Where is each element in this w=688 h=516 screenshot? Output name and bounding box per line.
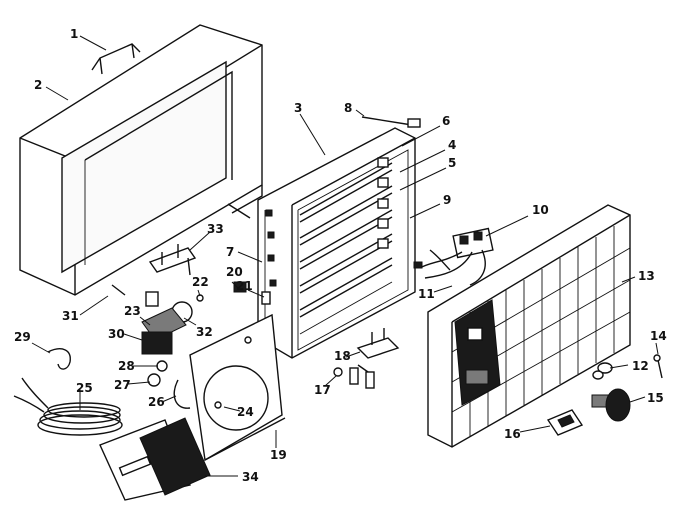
callout-28: 28 [118, 359, 135, 373]
callout-23: 23 [124, 304, 141, 318]
wire-connectors [333, 328, 400, 389]
callout-11: 11 [418, 287, 435, 301]
fan-shroud [189, 313, 286, 462]
callout-32: 32 [196, 325, 213, 339]
callout-34: 34 [242, 470, 259, 484]
bracket-part-33 [145, 244, 197, 307]
callout-2: 2 [34, 78, 42, 92]
callout-12: 12 [632, 359, 649, 373]
fan-blade [147, 360, 191, 409]
callout-8: 8 [344, 101, 352, 115]
callout-22: 22 [192, 275, 209, 289]
fan-motor [141, 294, 204, 355]
cabinet-housing [19, 24, 263, 296]
screw-part-8 [361, 116, 421, 128]
callout-16: 16 [504, 427, 521, 441]
callout-13: 13 [638, 269, 655, 283]
callout-24: 24 [237, 405, 254, 419]
callout-5: 5 [448, 156, 456, 170]
callout-27: 27 [114, 378, 131, 392]
callout-10: 10 [532, 203, 549, 217]
callout-4: 4 [448, 138, 456, 152]
screw-part-14 [653, 354, 663, 379]
callout-1: 1 [70, 27, 78, 41]
leader-lines [31, 35, 659, 477]
thermostat-parts [233, 281, 271, 305]
callout-9: 9 [443, 193, 451, 207]
element-frame [257, 127, 416, 359]
front-grille [427, 204, 631, 448]
callout-25: 25 [76, 381, 93, 395]
callout-labels: 1 2 3 4 5 6 7 8 9 10 11 12 13 14 15 16 1… [14, 27, 667, 484]
callout-19: 19 [270, 448, 287, 462]
callout-26: 26 [148, 395, 165, 409]
callout-21: 21 [236, 279, 253, 293]
manual-booklet [99, 417, 211, 501]
callout-17: 17 [314, 383, 331, 397]
callout-20: 20 [226, 265, 243, 279]
callout-33: 33 [207, 222, 224, 236]
heating-elements [265, 157, 393, 335]
control-knob [591, 388, 631, 422]
rocker-switch [546, 409, 584, 436]
callout-6: 6 [442, 114, 450, 128]
nut-part-12 [592, 362, 613, 380]
callout-7: 7 [226, 245, 234, 259]
callout-31: 31 [62, 309, 79, 323]
callout-29: 29 [14, 330, 31, 344]
callout-15: 15 [647, 391, 664, 405]
carrying-handle [91, 43, 141, 75]
cord-clip [47, 348, 71, 370]
callout-30: 30 [108, 327, 125, 341]
power-cord [13, 377, 123, 436]
callout-3: 3 [294, 101, 302, 115]
terminal-block [413, 227, 494, 286]
callout-14: 14 [650, 329, 667, 343]
callout-18: 18 [334, 349, 351, 363]
